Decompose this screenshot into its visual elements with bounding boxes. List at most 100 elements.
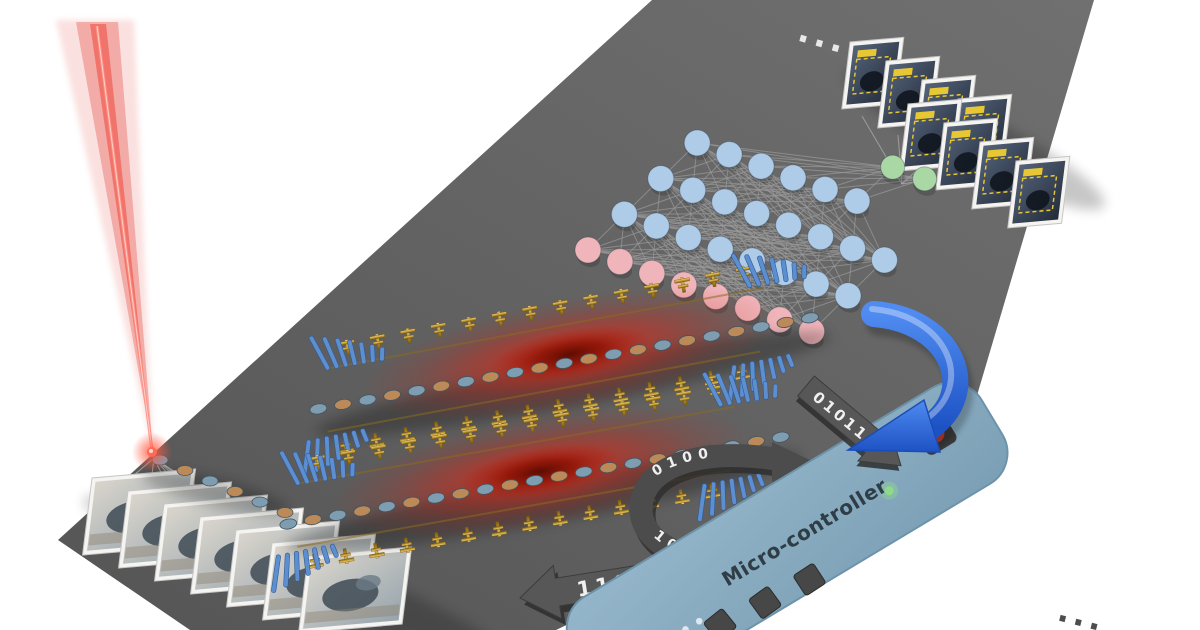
network-node-hidden-1 xyxy=(706,235,734,263)
network-node-hidden-3 xyxy=(779,164,807,192)
network-node-hidden-2 xyxy=(839,234,867,262)
annotation-box xyxy=(1017,174,1058,214)
gold-electrode xyxy=(673,376,690,392)
gold-electrode xyxy=(613,499,630,516)
resonator-disc xyxy=(506,366,524,379)
chip xyxy=(703,608,737,630)
network-node-hidden-3 xyxy=(683,129,711,157)
grating-bars xyxy=(279,450,356,486)
gold-electrode xyxy=(492,422,509,438)
network-link xyxy=(761,165,893,168)
gold-electrode xyxy=(430,531,446,548)
gold-electrode xyxy=(462,427,478,444)
resonator-disc xyxy=(457,376,475,388)
status-led xyxy=(884,486,894,496)
sample-photo xyxy=(297,546,413,630)
pcb-components xyxy=(681,563,826,630)
annotation-tag xyxy=(856,48,877,58)
network-node-hidden-1 xyxy=(834,282,862,310)
annotation-tag xyxy=(986,148,1007,158)
gold-electrode xyxy=(338,548,355,564)
laser-beam xyxy=(56,20,172,472)
neural-network xyxy=(574,129,938,349)
gold-electrode xyxy=(553,411,570,428)
network-node-output xyxy=(912,166,938,192)
network-link xyxy=(824,189,885,261)
network-link xyxy=(624,213,717,297)
feedback-arrow xyxy=(845,301,974,453)
resonator-disc xyxy=(427,492,445,504)
network-node-hidden-3 xyxy=(843,187,871,215)
resonator-disc xyxy=(334,398,352,410)
gold-electrode xyxy=(523,416,539,433)
resonator-disc xyxy=(629,344,647,356)
gold-electrode xyxy=(674,277,690,293)
resonator-disc xyxy=(702,330,721,342)
resonator-disc xyxy=(279,518,298,530)
annotation-tag xyxy=(928,86,949,96)
network-link xyxy=(788,224,849,297)
network-node-output xyxy=(880,154,906,180)
gold-electrode xyxy=(674,488,691,505)
resonator-disc xyxy=(752,321,770,333)
resonator-disc xyxy=(402,496,421,508)
network-link xyxy=(660,178,721,250)
resonator-disc xyxy=(530,362,549,374)
network-node-input xyxy=(574,236,602,264)
gold-electrode xyxy=(552,510,569,527)
annotation-tag xyxy=(892,67,913,77)
network-node-hidden-2 xyxy=(743,199,771,227)
pin-pad xyxy=(695,617,704,626)
network-node-hidden-1 xyxy=(610,200,638,228)
resonator-disc xyxy=(574,466,593,478)
resonator-disc xyxy=(555,357,573,369)
labeled-photo xyxy=(1007,155,1071,229)
gold-electrode xyxy=(675,389,692,406)
network-link xyxy=(793,166,893,179)
network-node-hidden-3 xyxy=(715,141,743,169)
network-node-hidden-2 xyxy=(870,246,898,274)
network-node-hidden-1 xyxy=(802,270,830,298)
resonator-disc xyxy=(276,507,294,518)
chip xyxy=(748,586,782,619)
resonator-disc xyxy=(377,501,396,513)
gold-electrode xyxy=(582,294,599,310)
ellipsis-corner: ... xyxy=(1054,591,1110,630)
annotation-tag xyxy=(950,129,971,139)
resonator-disc xyxy=(771,431,790,443)
gold-electrode xyxy=(369,333,386,350)
output-photo-stack xyxy=(841,36,1105,229)
laser-cone-inner xyxy=(90,24,152,451)
gold-electrode xyxy=(521,305,538,322)
resonator-disc xyxy=(624,457,642,469)
bus-bar xyxy=(330,286,764,369)
gold-electrode xyxy=(643,381,660,398)
resonator-disc xyxy=(176,465,194,476)
resonator-disc xyxy=(407,385,426,397)
laser-cone-mid xyxy=(76,22,153,452)
gold-electrode xyxy=(400,438,417,455)
resonator-disc xyxy=(432,380,451,392)
gold-electrode xyxy=(643,282,660,299)
grating-bars xyxy=(308,335,385,371)
gold-electrode xyxy=(460,526,477,543)
network-link xyxy=(696,142,789,226)
resonator-disc xyxy=(226,486,244,497)
network-node-hidden-3 xyxy=(747,152,775,180)
network-node-hidden-3 xyxy=(811,175,839,203)
feedback-arrow-highlight xyxy=(869,306,955,422)
network-link xyxy=(660,178,753,262)
resonator-disc xyxy=(776,316,795,328)
resonator-disc xyxy=(604,348,623,360)
network-link xyxy=(624,213,685,286)
optical-field-core xyxy=(459,443,621,500)
gold-electrode xyxy=(584,406,600,422)
network-node-hidden-1 xyxy=(674,224,702,252)
laser-core-highlight xyxy=(96,25,153,451)
network-link xyxy=(792,177,885,261)
resonator-disc xyxy=(579,353,598,365)
network-node-hidden-2 xyxy=(647,165,675,193)
gold-electrode xyxy=(399,537,416,554)
laser-cone-outer xyxy=(56,20,153,452)
